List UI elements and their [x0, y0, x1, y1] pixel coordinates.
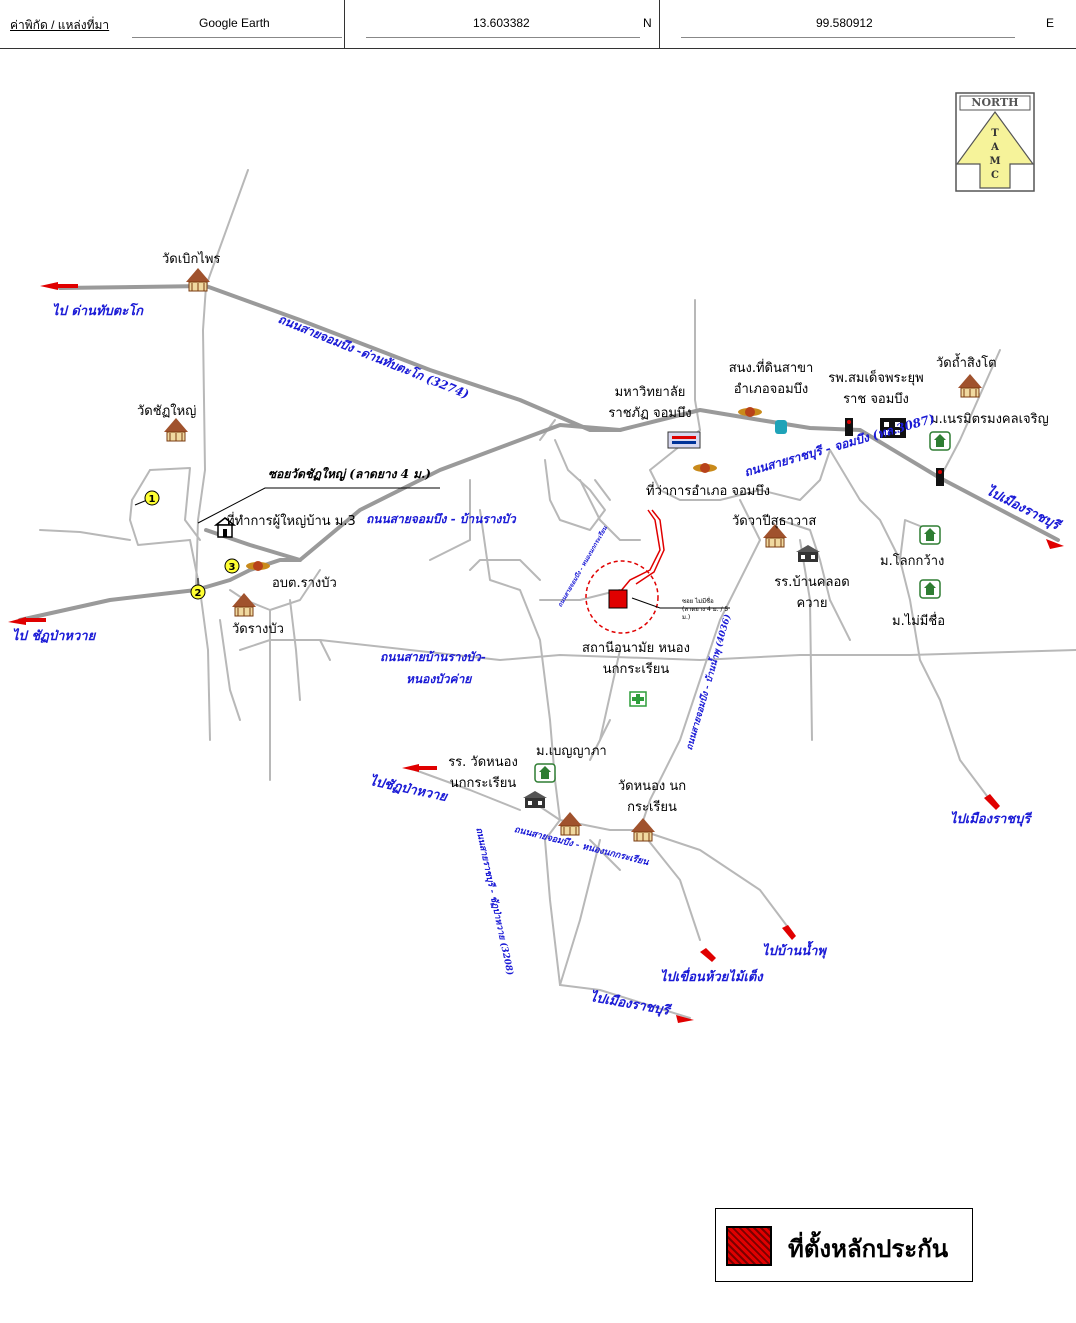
temple-icon — [185, 267, 211, 292]
place-label-health-station: สถานีอนามัย หนองนกกระเรียน — [582, 641, 690, 677]
place-label-wat-tham-sing-to: วัดถ้ำสิงโต — [936, 356, 997, 371]
place-label-district-office: ที่ว่าการอำเภอ จอมบึง — [646, 484, 770, 499]
site-access-road — [585, 509, 665, 634]
latitude-value: 13.603382 — [473, 16, 530, 30]
place-label-wat-rang-bua: วัดรางบัว — [232, 622, 284, 637]
divider — [132, 37, 342, 38]
place-label-wat-boek-phrai: วัดเบิกไพร — [162, 252, 221, 267]
traffic-light-icon — [845, 418, 853, 436]
temple-icon — [163, 417, 189, 442]
divider — [344, 0, 345, 48]
divider — [366, 37, 640, 38]
hospital-icon — [880, 418, 906, 438]
road-label: ถนนสายบ้านรางบัว- — [380, 650, 486, 664]
source-label: ค่าพิกัด / แหล่งที่มา — [10, 18, 110, 32]
direction-label: ไปเมืองราชบุรี — [950, 812, 1031, 827]
numbered-marker: 2 — [190, 584, 206, 600]
place-label-school-wat-nong: รร. วัดหนอง นกกระเรียน — [448, 755, 518, 791]
village-icon — [919, 579, 941, 599]
temple-icon — [231, 592, 257, 617]
legend-label: ที่ตั้งหลักประกัน — [788, 1235, 949, 1263]
place-label-ban-nermit: ม.เนรมิตรมงคลเจริญ — [930, 412, 1049, 427]
traffic-light-icon — [936, 468, 944, 486]
government-emblem-icon — [738, 407, 762, 417]
coordinate-header: ค่าพิกัด / แหล่งที่มา Google Earth 13.60… — [0, 0, 1076, 49]
numbered-marker: 3 — [224, 558, 240, 574]
school-icon — [523, 791, 547, 808]
red-direction-arrows — [8, 282, 1064, 1023]
village-icon — [919, 525, 941, 545]
north-arrow: NORTH T A M C — [955, 92, 1035, 192]
tamc-letter: C — [991, 170, 999, 181]
direction-label: ไปเขื่อนห้วยไม้เต็ง — [660, 970, 763, 985]
numbered-marker: 1 — [144, 490, 160, 506]
longitude-direction: E — [1046, 16, 1055, 30]
north-label: NORTH — [971, 96, 1018, 109]
temple-icon — [630, 817, 656, 842]
tamc-letter: A — [990, 142, 999, 153]
map-legend: ที่ตั้งหลักประกัน — [715, 1208, 973, 1282]
minor-roads — [39, 169, 1076, 1019]
government-emblem-icon — [693, 463, 717, 473]
place-label-school-khlong-khwai: รร.บ้านคลอด ควาย — [774, 575, 850, 611]
place-label-obt-rang-bua: อบต.รางบัว — [272, 576, 337, 591]
traffic-light-icon — [938, 470, 942, 474]
health-station-icon — [629, 691, 647, 707]
temple-icon — [557, 811, 583, 836]
place-label-wat-wapi: วัดวาปีสุธาวาส — [732, 514, 817, 529]
road-label: หนองบัวค่าย — [406, 672, 472, 686]
longitude-value: 99.580912 — [816, 16, 873, 30]
village-icon — [929, 431, 951, 451]
road-label: ถนนสายจอมบึง - บ้านรางบัว — [366, 512, 516, 526]
government-emblem-icon — [246, 561, 270, 571]
svg-text:2: 2 — [195, 588, 202, 599]
office-house-icon — [213, 517, 237, 538]
divider — [659, 0, 660, 48]
university-icon — [667, 431, 701, 449]
place-label-ban-benchapha: ม.เบญญาภา — [536, 744, 607, 759]
place-label-wat-chat-yai: วัดชัฏใหญ่ — [137, 404, 197, 419]
direction-label: ไปบ้านน้ำพุ — [762, 944, 826, 959]
village-icon — [534, 763, 556, 783]
tamc-letter: T — [991, 128, 999, 139]
source-value: Google Earth — [199, 16, 270, 30]
place-label-university: มหาวิทยาลัย ราชภัฏ จอมบึง — [608, 385, 692, 421]
legend-swatch — [726, 1226, 772, 1266]
place-label-wat-nong: วัดหนอง นกกระเรียน — [617, 779, 687, 815]
direction-label: ไป ชัฏป่าหวาย — [12, 629, 96, 644]
place-label-soi-wat-chat-yai: ซอยวัดชัฏใหญ่ (ลาดยาง 4 ม.) — [268, 467, 431, 481]
temple-icon — [957, 373, 983, 398]
place-label-ban-lok-kwang: ม.โลกกว้าง — [880, 554, 945, 569]
latitude-direction: N — [643, 16, 652, 30]
site-note: ซอย ไม่มีชื่อ (ลาดยาง 4 ม. / 5 ม.) — [682, 598, 729, 621]
diagonal-roads — [639, 539, 761, 831]
site-location-icon — [608, 589, 628, 609]
place-label-land-office: สนง.ที่ดินสาขา อำเภอจอมบึง — [728, 361, 814, 397]
divider — [681, 37, 1015, 38]
traffic-light-icon — [847, 420, 851, 424]
svg-text:1: 1 — [149, 494, 156, 505]
place-label-ban-mai-mi-chue: ม.ไม่มีชื่อ — [892, 614, 946, 629]
tamc-letter: M — [989, 156, 1000, 167]
school-icon — [796, 545, 820, 562]
water-icon — [775, 420, 787, 434]
place-label-village-head-office: ที่ทำการผู้ใหญ่บ้าน ม.3 — [226, 514, 356, 529]
svg-text:3: 3 — [229, 562, 236, 573]
place-label-hospital: รพ.สมเด็จพระยุพ ราช จอมบึง — [828, 371, 924, 407]
direction-label: ไป ด่านทับตะโก — [52, 304, 144, 319]
